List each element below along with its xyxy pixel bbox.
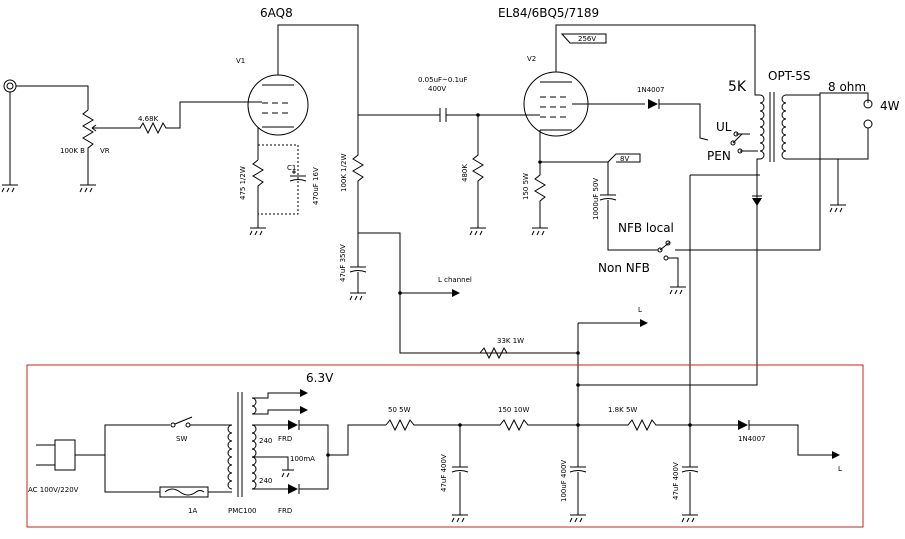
vr-value-label: 100K B [60, 147, 85, 155]
screen-diode: 1N4007 [572, 86, 709, 141]
nfb-switch: NFB local Non NFB [598, 221, 686, 295]
v2-cathode-network: 150 5W 1000uF 50V 8V [522, 153, 645, 251]
pt-tap-upper-label: 240 [259, 437, 272, 445]
tube-v1: 6AQ8 V1 [236, 6, 359, 160]
input-resistor: 4.68K [100, 101, 248, 135]
v1-plate-line: 0.05uF~0.1uF 400V [358, 76, 540, 122]
ul-pen-switch: UL PEN [707, 120, 758, 163]
l-channel-label: L channel [438, 276, 472, 284]
v2-ref-label: V2 [527, 55, 536, 63]
psu-r2-label: 150 10W [498, 406, 529, 414]
coupling-cap-value-label: 0.05uF~0.1uF [418, 76, 468, 84]
v2-cathode-resistor-label: 150 5W [522, 173, 530, 200]
decouple-cap: 47uF 350V L channel [339, 232, 578, 354]
non-nfb-label: Non NFB [598, 261, 650, 275]
v2-plate-voltage-label: 256V [578, 35, 596, 43]
ac-plug: AC 100V/220V [28, 424, 170, 494]
output-transformer: 5K OPT-5S [728, 69, 811, 190]
c1-ref-label: C1 [287, 164, 296, 172]
speaker-impedance-label: 8 ohm [828, 80, 866, 94]
ac-voltage-label: AC 100V/220V [28, 486, 79, 494]
b-plus-feed: 33K 1W L [479, 174, 762, 425]
pt-model-label: PMC100 [228, 507, 257, 515]
speaker-output: 8 ohm 4W [675, 80, 900, 251]
ul-label: UL [716, 120, 732, 134]
volume-pot: 100K B VR [60, 109, 110, 193]
coupling-cap-voltage-label: 400V [428, 85, 446, 93]
input-jack [1, 79, 89, 193]
input-resistor-label: 4.68K [138, 115, 159, 123]
v2-grid-resistor-label: 480K [461, 164, 469, 182]
psu-r1-label: 50 5W [388, 406, 411, 414]
transformer-impedance-label: 5K [728, 79, 747, 95]
psu-output-diode: 1N4007 L [738, 420, 842, 473]
c1-value-label: 470uF 16V [312, 167, 320, 205]
l-mark-label: L [638, 306, 642, 314]
plate-resistor-label: 100K 1/2W [340, 154, 348, 192]
transformer-model-label: OPT-5S [768, 69, 811, 83]
v1-ref-label: V1 [236, 57, 245, 65]
psu-c3-label: 47uF 400V [672, 462, 680, 500]
fuse-label: 1A [188, 507, 197, 515]
pt-tap-lower-label: 240 [259, 477, 272, 485]
psu-filter: 50 5W 150 10W 1.8K 5W 47uF 400V 100uF 40… [385, 406, 738, 523]
v1-plate-resistor: 100K 1/2W [340, 115, 364, 233]
heater-voltage-label: 6.3V [306, 371, 334, 385]
feed-resistor-label: 33K 1W [497, 337, 524, 345]
v2-cathode-cap-label: 1000uF 50V [592, 178, 600, 220]
tube-v2: EL84/6BQ5/7189 V2 256V [498, 6, 756, 160]
diode-1n4007-label: 1N4007 [637, 86, 665, 94]
pen-label: PEN [707, 149, 731, 163]
rectifier-diodes: FRD FRD [278, 420, 386, 515]
frd-upper-label: FRD [278, 435, 292, 443]
psu-c1-label: 47uF 400V [440, 454, 448, 492]
output-power-label: 4W [880, 99, 900, 113]
psu-l-out-label: L [838, 465, 842, 473]
fuse: 1A [159, 486, 232, 515]
psu-c2-label: 100uF 400V [560, 460, 568, 502]
power-transformer: 6.3V 240 240 100mA PMC100 [227, 371, 334, 515]
nfb-local-label: NFB local [618, 221, 674, 235]
v1-type-label: 6AQ8 [260, 6, 293, 20]
psu-diode-label: 1N4007 [738, 435, 766, 443]
v1-cathode-network: 475 1/2W C1 470uF 16V [239, 144, 320, 236]
v2-cathode-voltage-label: 8V [620, 155, 629, 163]
power-switch: SW [170, 416, 232, 443]
switch-label: SW [176, 435, 187, 443]
current-label: 100mA [290, 455, 315, 463]
vr-ref-label: VR [100, 147, 110, 155]
v2-grid-resistor: 480K [461, 113, 486, 236]
power-supply-border [26, 364, 864, 528]
decouple-cap-label: 47uF 350V [339, 244, 347, 282]
psu-r3-label: 1.8K 5W [608, 406, 637, 414]
v1-cathode-resistor-label: 475 1/2W [239, 166, 247, 200]
frd-lower-label: FRD [278, 507, 292, 515]
v2-type-label: EL84/6BQ5/7189 [498, 6, 599, 20]
